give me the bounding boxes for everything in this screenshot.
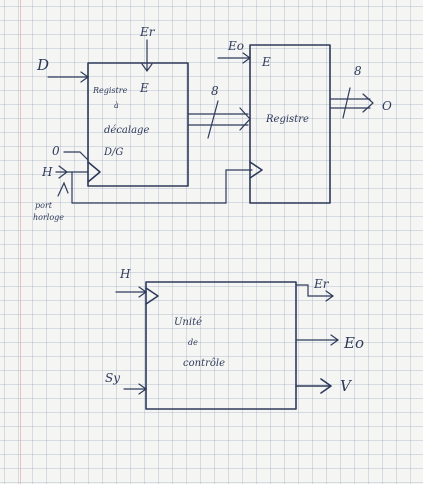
bus-width-label-1: 8 (211, 84, 219, 98)
d-input-label: D (36, 56, 49, 74)
d-arrowhead-icon (80, 71, 90, 83)
zero-input-wire (63, 151, 89, 161)
output-register-box (249, 44, 331, 204)
shift-register-enable-label: E (139, 81, 149, 95)
cu-er-wire (295, 284, 333, 297)
output-label: O (382, 99, 392, 113)
control-unit-name-1: Unité (174, 317, 202, 328)
cu-eo-arrowhead-icon (330, 334, 340, 346)
shift-register-name-1: Registre (92, 86, 128, 95)
cu-clock-edge-icon (145, 287, 159, 305)
bus-width-label-2: 8 (354, 64, 362, 78)
zero-input-label: 0 (52, 144, 60, 158)
bus-width-slash (207, 100, 219, 139)
out-width-slash (342, 87, 351, 119)
control-unit-name-3: contrôle (183, 358, 225, 369)
cu-er-label: Er (313, 277, 330, 291)
cu-clock-label: H (119, 267, 131, 281)
cu-sy-arrowhead-icon (138, 383, 148, 395)
control-unit-name-2: de (188, 338, 198, 347)
clock-note-2: horloge (33, 213, 64, 222)
cu-v-arrowhead-icon (320, 378, 332, 394)
cu-v-label: V (340, 377, 353, 395)
out-arrowhead-icon (362, 93, 374, 113)
er-arrowhead-icon (141, 63, 153, 73)
clock-edge-icon (87, 161, 101, 183)
control-unit-box (145, 281, 297, 410)
register-clock-edge-icon (249, 161, 263, 179)
clock-note-arrow-icon (57, 181, 69, 197)
shift-register-name-4: D/G (103, 147, 123, 158)
shift-register-name-3: décalage (104, 125, 149, 136)
clock-note-1: port (35, 201, 53, 210)
cu-sy-label: Sy (105, 371, 120, 385)
output-register-enable-label: E (261, 55, 271, 69)
output-register-name: Registre (265, 114, 309, 125)
cu-clock-arrowhead-icon (138, 286, 148, 298)
cu-er-arrowhead-icon (325, 290, 335, 302)
eo-signal-label: Eo (227, 39, 244, 53)
shift-register-name-2: à (114, 101, 119, 110)
clock-to-register-wire (71, 169, 253, 204)
clock-arrowhead-icon (58, 165, 68, 179)
bus-arrowhead-icon (239, 107, 251, 131)
clock-input-label: H (41, 165, 53, 179)
cu-eo-label: Eo (343, 334, 364, 352)
eo-arrowhead-icon (242, 52, 252, 64)
er-signal-label: Er (139, 25, 156, 39)
